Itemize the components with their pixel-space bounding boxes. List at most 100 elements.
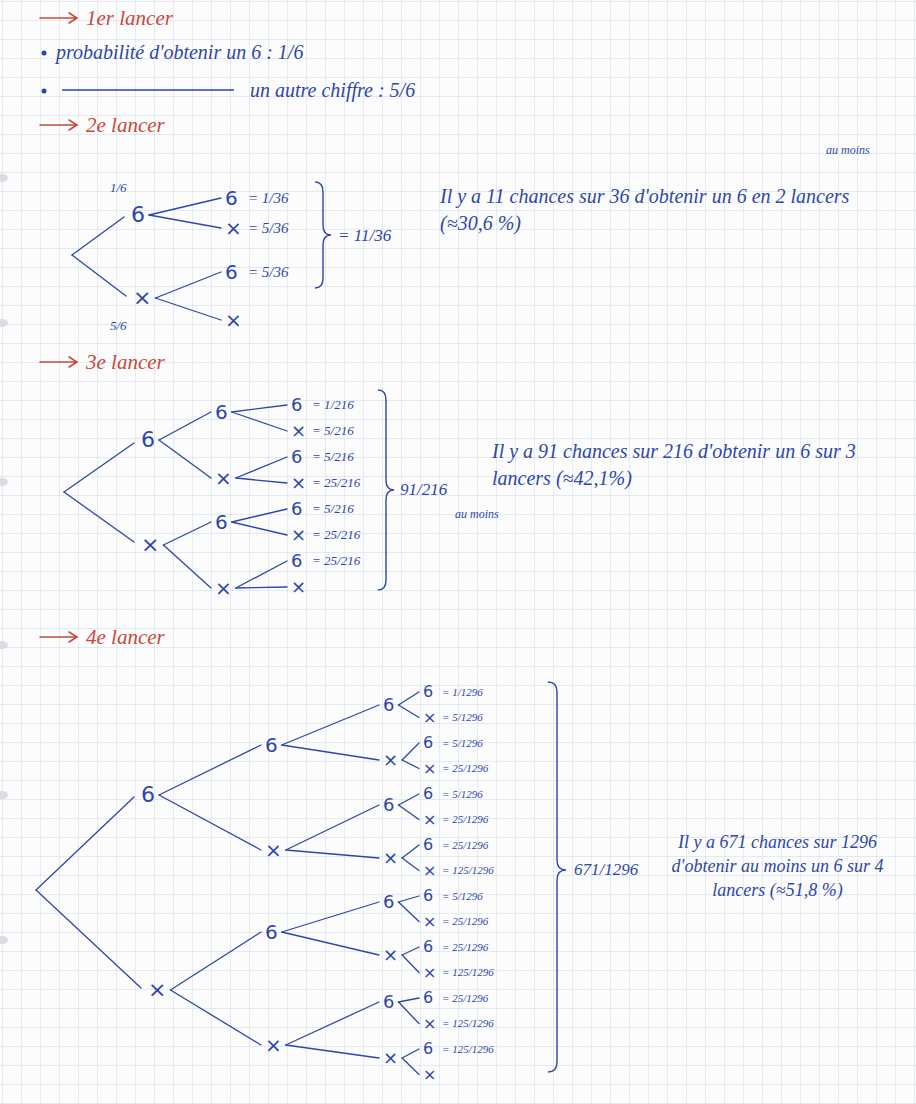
tree-node: × bbox=[380, 945, 401, 965]
tree-branch bbox=[402, 947, 419, 955]
outcome-symbol: 6 bbox=[215, 400, 228, 424]
leaf-fraction: = 5/36 bbox=[248, 218, 289, 238]
leaf-fraction: = 25/1296 bbox=[442, 761, 488, 776]
section-heading: 1er lancer bbox=[86, 4, 173, 32]
tree-node: 6 bbox=[420, 887, 436, 905]
tree-branch bbox=[170, 932, 261, 990]
outcome-symbol: 6 bbox=[265, 733, 278, 757]
outcome-symbol: 6 bbox=[215, 510, 228, 534]
tree-branch bbox=[402, 1049, 419, 1058]
leaf-fraction: = 25/1296 bbox=[442, 812, 488, 827]
outcome-symbol: × bbox=[291, 576, 306, 597]
outcome-symbol: × bbox=[215, 466, 232, 490]
tree-node: 6 bbox=[380, 795, 397, 815]
outcome-symbol: 6 bbox=[423, 988, 433, 1007]
tree-node: 6 bbox=[262, 734, 281, 756]
tree-node: × bbox=[380, 750, 401, 770]
leaf-fraction: = 25/1296 bbox=[442, 914, 488, 929]
outcome-symbol: × bbox=[291, 524, 306, 545]
outcome-symbol: × bbox=[423, 759, 436, 778]
tree-branch bbox=[232, 522, 287, 535]
outcome-symbol: 6 bbox=[265, 920, 278, 944]
leaf-fraction: = 5/1296 bbox=[442, 736, 483, 751]
outcome-symbol: 6 bbox=[423, 733, 433, 752]
tree-node: 6 bbox=[262, 921, 281, 943]
tree-node: 6 bbox=[288, 447, 305, 467]
outcome-symbol: × bbox=[423, 912, 436, 931]
leaf-fraction: = 25/1296 bbox=[442, 940, 488, 955]
tree-node: × bbox=[288, 525, 309, 545]
outcome-symbol: × bbox=[215, 576, 232, 600]
outcome-symbol: 6 bbox=[225, 260, 238, 284]
outcome-symbol: 6 bbox=[291, 498, 302, 519]
conclusion-note: Il y a 91 chances sur 216 d'obtenir un 6… bbox=[492, 438, 897, 492]
branch-probability: 1/6 bbox=[110, 179, 127, 197]
outcome-symbol: × bbox=[423, 708, 436, 727]
leaf-fraction: = 1/216 bbox=[312, 396, 354, 414]
tree-node: 6 bbox=[420, 836, 436, 854]
outcome-symbol: 6 bbox=[141, 782, 155, 807]
tree-branch bbox=[282, 705, 379, 745]
outcome-symbol: × bbox=[383, 1047, 398, 1068]
leaf-fraction: = 25/216 bbox=[312, 552, 360, 570]
tree-node: 6 bbox=[212, 401, 231, 423]
leaf-fraction: = 1/36 bbox=[248, 188, 289, 208]
leaf-fraction: = 5/36 bbox=[248, 262, 289, 282]
section-heading: 2e lancer bbox=[86, 111, 165, 139]
tree-branch bbox=[286, 805, 379, 850]
section-heading: 3e lancer bbox=[86, 348, 165, 376]
tree-branch bbox=[286, 1002, 379, 1045]
tree-node: 6 bbox=[212, 511, 231, 533]
insertion-note: au moins bbox=[455, 506, 499, 522]
root-branches bbox=[36, 217, 141, 988]
tree-node: × bbox=[212, 467, 235, 489]
tree-node: × bbox=[420, 709, 439, 727]
tree-node: × bbox=[262, 839, 285, 861]
tree-branch bbox=[159, 795, 261, 850]
note-text: un autre chiffre : 5/6 bbox=[250, 77, 415, 104]
leaf-fraction: = 5/1296 bbox=[442, 787, 483, 802]
outcome-symbol: 6 bbox=[225, 186, 238, 210]
sum-fraction: = 11/36 bbox=[338, 225, 391, 248]
tree-node: 6 bbox=[222, 261, 241, 283]
bullets bbox=[42, 51, 47, 94]
tree-node: × bbox=[288, 473, 309, 493]
tree-node: × bbox=[222, 217, 245, 239]
outcome-symbol: 6 bbox=[291, 394, 302, 415]
tree-branch bbox=[236, 587, 287, 588]
leaf-fraction: = 25/216 bbox=[312, 474, 360, 492]
outcome-symbol: × bbox=[133, 285, 151, 310]
heading-arrows bbox=[40, 13, 77, 642]
tree-branch bbox=[398, 902, 419, 922]
tree-node: 6 bbox=[222, 187, 241, 209]
tree-branch bbox=[282, 745, 379, 760]
tree-node: 6 bbox=[128, 203, 148, 227]
tree-branch bbox=[159, 745, 261, 795]
tree-branch bbox=[402, 858, 419, 871]
branch-probability: 5/6 bbox=[110, 317, 127, 335]
tree-node: 6 bbox=[420, 734, 436, 752]
tree-node: 6 bbox=[420, 683, 436, 701]
tree-branch bbox=[398, 896, 419, 902]
outcome-symbol: × bbox=[383, 944, 398, 965]
tree-node: × bbox=[222, 309, 245, 331]
tree-node: 6 bbox=[420, 785, 436, 803]
outcome-symbol: 6 bbox=[423, 1039, 433, 1058]
tree-branch bbox=[155, 298, 221, 320]
tree-branch bbox=[163, 545, 211, 588]
tree-node: 6 bbox=[380, 695, 397, 715]
outcome-symbol: × bbox=[291, 420, 306, 441]
leaf-fraction: = 5/1296 bbox=[442, 710, 483, 725]
tree-node: 6 bbox=[288, 395, 305, 415]
tree-branch bbox=[236, 478, 287, 483]
outcome-symbol: × bbox=[383, 847, 398, 868]
tree-branch bbox=[149, 198, 221, 215]
leaf-fraction: = 25/1296 bbox=[442, 991, 488, 1006]
tree-node: 6 bbox=[288, 499, 305, 519]
tree-node: × bbox=[420, 913, 439, 931]
tree-branch bbox=[170, 990, 261, 1045]
